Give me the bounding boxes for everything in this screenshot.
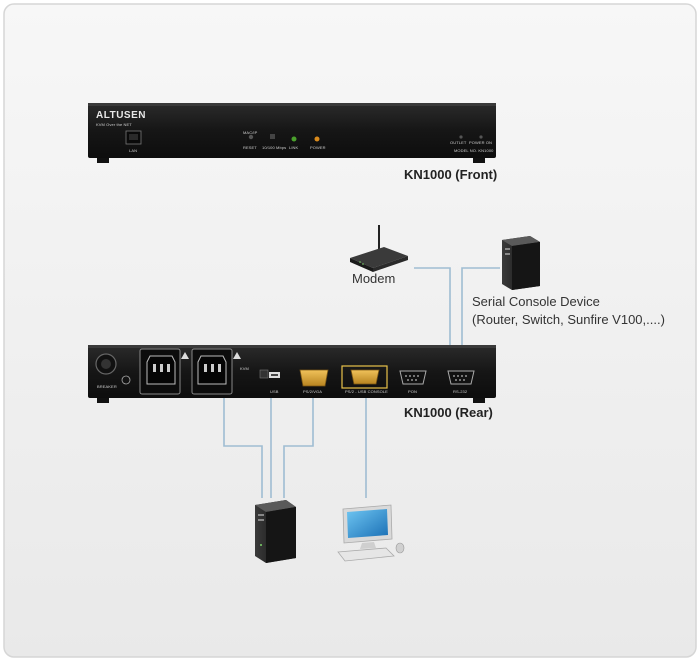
link-led [291,136,297,142]
rear-pon-label: PON [408,389,417,394]
console-port [350,369,380,385]
front-foot-right [473,158,485,163]
background-panel [3,3,697,658]
rear-caption: KN1000 (Rear) [404,405,493,420]
ps2-vga-port [299,369,329,387]
cables [223,267,500,498]
kn1000-rear-unit [88,345,496,403]
front-outlet-label: OUTLET [450,140,467,145]
rear-usb-label: USB [270,389,279,394]
serial-device-examples: (Router, Switch, Sunfire V100,....) [472,312,665,327]
front-model-label: MODEL NO. KN1000 [454,148,494,153]
rear-rs232-label: RS-232 [453,389,468,394]
rear-kvm-label: KVM [240,366,249,371]
front-caption: KN1000 (Front) [404,167,498,182]
rear-ps2vga-label: PS/2/VGA [303,389,323,394]
rear-console-label: PS/2 - USB CONSOLE [345,389,388,394]
cable-modem [414,267,451,345]
modem-label: Modem [352,271,396,286]
modem-device [350,225,408,272]
pon-port [399,370,427,385]
workstation-pc [337,504,405,562]
ground-terminal [121,375,131,385]
rs232-port [447,370,475,385]
front-foot-left [97,158,109,163]
kvm-switch [259,369,269,379]
monitor-screen [347,509,388,538]
cable-vga [283,398,314,498]
reset-button [248,134,254,140]
front-power-on-label: POWER ON [469,140,493,145]
console-port-highlight [341,365,388,389]
front-power-label: POWER [310,145,326,150]
cable-power [223,398,263,498]
server-tower [255,500,296,563]
power-led [314,136,320,142]
rear-chassis [88,345,496,398]
front-brand-tagline: KVM Over the NET [96,122,132,127]
front-speed-label: 10/100 Mbps [262,145,287,150]
front-lan-label: LAN [129,148,138,153]
front-reset-label: RESET [243,145,257,150]
front-mac-label: MAC/IP [243,130,258,135]
cable-serial [461,267,500,345]
keyboard [337,547,395,562]
rear-breaker-label: BREAKER [97,384,117,389]
kn1000-front-unit [88,103,496,163]
mouse [395,542,405,554]
front-brand-logo: ALTUSEN [96,110,146,121]
front-link-label: LINK [289,145,299,150]
serial-device-label: Serial Console Device [472,294,600,309]
front-chassis [88,103,496,158]
serial-console-tower [502,236,540,290]
